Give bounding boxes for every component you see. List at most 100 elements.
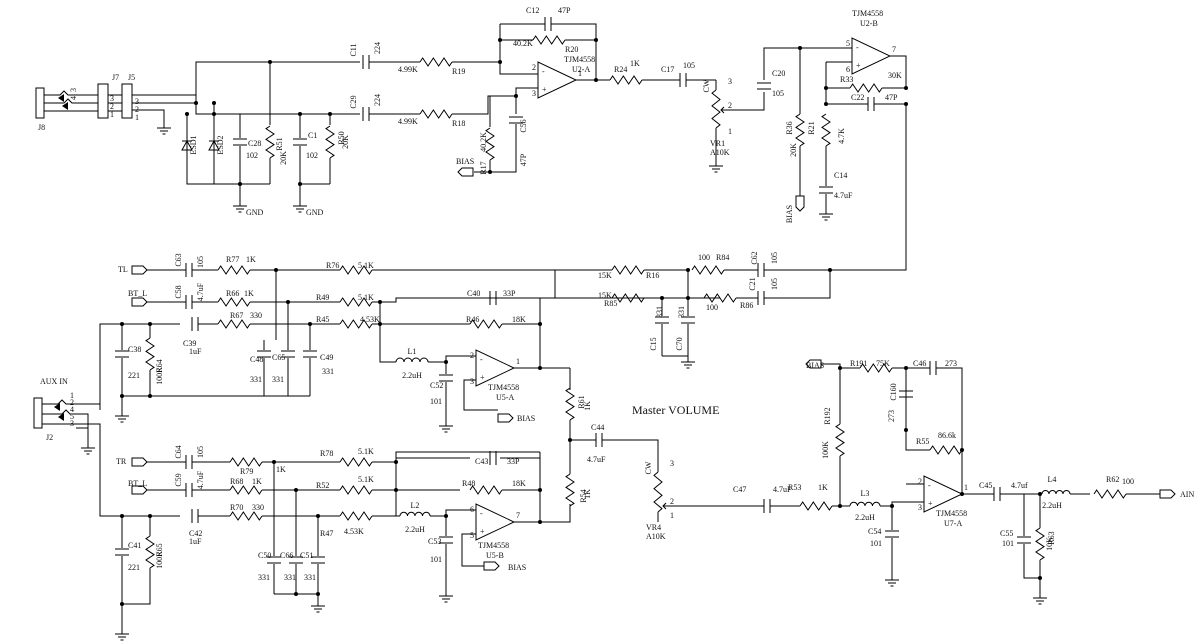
wire xyxy=(490,124,517,173)
pin: 4 xyxy=(70,405,74,414)
resistor-zigzag xyxy=(485,127,495,161)
resistor-value: 10K xyxy=(1045,537,1054,551)
capacitor-value: 4.7uf xyxy=(1011,481,1028,490)
jack-pin xyxy=(42,399,76,405)
pin: 1 xyxy=(70,391,74,400)
junction-dot xyxy=(824,102,828,106)
capacitor-name: C14 xyxy=(834,171,847,180)
junction-dot xyxy=(594,38,598,42)
junction-dot xyxy=(148,322,152,326)
capacitor-value: 33P xyxy=(507,457,520,466)
capacitor-value: 273 xyxy=(887,410,896,422)
junction-dot xyxy=(538,520,542,524)
resistor-name: R51 xyxy=(275,137,284,150)
capacitor-c66: C66 331 xyxy=(280,551,303,582)
resistor-r17: R17 40.2K xyxy=(479,127,495,175)
resistor-value: 5.1K xyxy=(358,447,374,456)
opamp-triangle xyxy=(923,475,964,513)
junction-dot xyxy=(904,86,908,90)
pot-value: A10K xyxy=(646,532,666,541)
wire xyxy=(764,270,831,299)
capacitor-name: C48 xyxy=(250,355,263,364)
diode-name: ESD1 xyxy=(189,135,198,154)
capacitor-name: C11 xyxy=(349,43,358,56)
resistor-name: R33 xyxy=(840,75,853,84)
resistor-value: 1K xyxy=(276,465,286,474)
wire xyxy=(195,103,360,115)
wire xyxy=(452,61,538,75)
junction-dot xyxy=(294,592,298,596)
resistor-name: R17 xyxy=(479,161,488,174)
port-flag xyxy=(131,485,148,495)
resistor-name: R85 xyxy=(604,299,617,308)
capacitor-name: C21 xyxy=(748,277,757,290)
opamp-pin: 5 xyxy=(470,531,474,540)
capacitor-value: 221 xyxy=(128,563,140,572)
resistor-name: R16 xyxy=(646,271,659,280)
resistor-zigzag xyxy=(419,109,453,119)
capacitor-value: 1uF xyxy=(189,537,202,546)
resistor-name: R18 xyxy=(452,119,465,128)
resistor-value: 40.2K xyxy=(479,132,488,152)
pot-wiper xyxy=(662,502,670,510)
junction-dot xyxy=(686,268,690,272)
junction-dot xyxy=(904,428,908,432)
resistor-zigzag xyxy=(1093,489,1127,499)
inductor-coil xyxy=(849,501,881,507)
resistor-value: 4.99K xyxy=(398,117,418,126)
capacitor-name: C160 xyxy=(889,383,898,400)
opamp-name: U5-A xyxy=(496,393,514,402)
capacitor-name: C38 xyxy=(128,345,141,354)
resistor-zigzag xyxy=(217,265,251,275)
capacitor-value: 105 xyxy=(683,61,695,70)
resistor-zigzag xyxy=(611,265,645,275)
capacitor-value: 331 xyxy=(284,573,296,582)
capacitor-name: C56 xyxy=(519,119,528,132)
connector-name: J2 xyxy=(46,433,53,442)
resistor-zigzag xyxy=(265,125,275,159)
pin: 2 xyxy=(70,398,74,407)
resistor-value: 18K xyxy=(512,315,526,324)
capacitor-value: 101 xyxy=(430,397,442,406)
capacitor-name: C44 xyxy=(591,423,604,432)
resistor-name: R62 xyxy=(1106,475,1119,484)
wire xyxy=(540,504,571,523)
opamp-name: U5-B xyxy=(486,551,504,560)
opamp-minus: - xyxy=(480,355,483,364)
diode-esd2: ESD2 xyxy=(208,135,225,155)
junction-dot xyxy=(148,514,152,518)
ground-symbol xyxy=(819,208,833,221)
resistor-value: 20K xyxy=(279,151,288,165)
connector-j5 xyxy=(121,83,133,119)
wire xyxy=(379,324,396,363)
capacitor-name: C49 xyxy=(320,353,333,362)
jack-contact xyxy=(54,403,60,411)
resistor-zigzag xyxy=(229,511,263,521)
jack-pin xyxy=(44,90,98,96)
capacitor-value: 331 xyxy=(258,573,270,582)
capacitor-name: C70 xyxy=(675,337,684,350)
capacitor-name: C66 xyxy=(280,551,293,560)
capacitor-value: 4.7uF xyxy=(196,470,205,489)
resistor-value: 20K xyxy=(789,143,798,157)
port-flag xyxy=(131,265,148,275)
resistor-name: R70 xyxy=(230,503,243,512)
